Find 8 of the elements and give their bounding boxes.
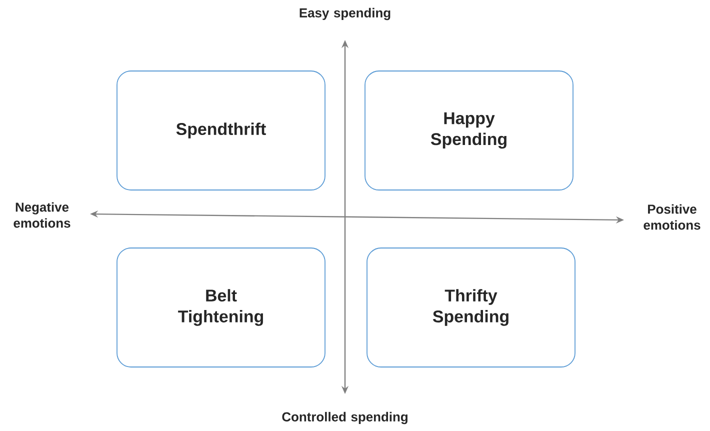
axis-label: Controlled spending: [282, 412, 408, 424]
quadrant-box: Thrifty Spending: [366, 248, 576, 368]
quadrant-box: Spendthrift: [116, 70, 326, 190]
quadrant-box: Belt Tightening: [116, 248, 326, 368]
quadrant-box: Happy Spending: [364, 70, 574, 190]
axis-label: Negative emotions: [14, 202, 70, 228]
axis-label: Positive emotions: [644, 204, 700, 230]
axis-label: Easy spending: [300, 8, 390, 20]
